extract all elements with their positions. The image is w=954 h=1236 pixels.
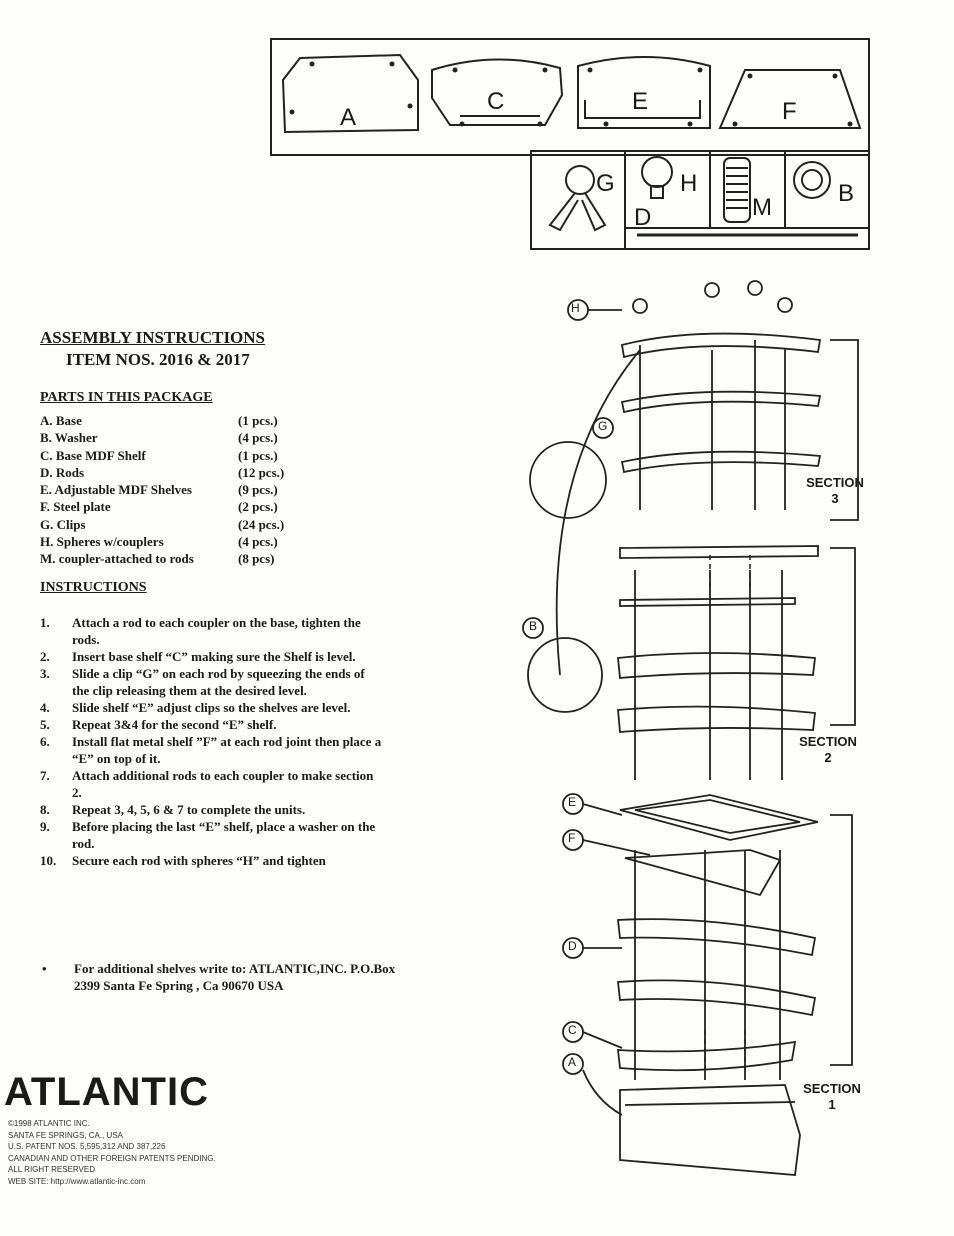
- part-g-label: G: [596, 170, 615, 197]
- part-h-label: H: [680, 170, 698, 197]
- parts-diagram-hardware: [530, 150, 870, 250]
- part-e-shelf-shape: [577, 56, 711, 129]
- part-g-clip-shape: [565, 165, 595, 195]
- part-e-label: E: [632, 88, 649, 115]
- callout-c: C: [568, 1023, 577, 1037]
- list-item: D. Rods(12 pcs.): [40, 464, 285, 480]
- list-item: 3.Slide a clip “G” on each rod by squeez…: [40, 666, 365, 698]
- parts-diagram-top: [270, 38, 870, 156]
- list-item: H. Spheres w/couplers(4 pcs.): [40, 534, 278, 550]
- list-item: G. Clips(24 pcs.): [40, 516, 285, 532]
- callout-b: B: [529, 619, 538, 633]
- part-b-label: B: [838, 180, 855, 207]
- callout-f: F: [568, 831, 576, 845]
- list-item: 1.Attach a rod to each coupler on the ba…: [40, 615, 361, 647]
- list-item: 2.Insert base shelf “C” making sure the …: [40, 649, 356, 664]
- part-h-sphere-shape: [641, 156, 673, 188]
- list-item: F. Steel plate(2 pcs.): [40, 499, 278, 515]
- page-title: ASSEMBLY INSTRUCTIONS: [40, 328, 266, 347]
- list-item: M. coupler-attached to rods(8 pcs): [40, 551, 275, 567]
- part-c-label: C: [487, 88, 505, 115]
- part-m-coupler-shape: [723, 157, 751, 223]
- callout-e: E: [568, 795, 577, 809]
- list-item: C. Base MDF Shelf(1 pcs.): [40, 447, 278, 463]
- list-item: E. Adjustable MDF Shelves(9 pcs.): [40, 482, 278, 498]
- parts-list: A. Base(1 pcs.) B. Washer(4 pcs.) C. Bas…: [40, 412, 284, 568]
- atlantic-logo: ATLANTIC: [4, 1070, 209, 1114]
- list-item: 5.Repeat 3&4 for the second “E” shelf.: [40, 717, 277, 732]
- part-m-label: M: [752, 194, 772, 221]
- part-f-plate-shape: [718, 69, 862, 129]
- instructions-heading: INSTRUCTIONS: [40, 580, 147, 595]
- list-item: 6.Install flat metal shelf ”F” at each r…: [40, 734, 382, 766]
- contact-note: • For additional shelves write to: ATLAN…: [42, 961, 396, 993]
- list-item: 9.Before placing the last “E” shelf, pla…: [40, 819, 376, 851]
- legal-text: ©1998 ATLANTIC INC. SANTA FE SPRINGS, CA…: [8, 1119, 216, 1186]
- part-f-label: F: [782, 98, 797, 125]
- callout-a: A: [568, 1055, 577, 1069]
- assembly-diagram: [522, 280, 859, 1176]
- callout-h: H: [571, 301, 580, 315]
- list-item: 7.Attach additional rods to each coupler…: [40, 768, 374, 800]
- item-numbers: ITEM NOS. 2016 & 2017: [66, 350, 250, 369]
- parts-heading: PARTS IN THIS PACKAGE: [40, 390, 213, 405]
- list-item: 4.Slide shelf “E” adjust clips so the sh…: [40, 700, 351, 715]
- callout-d: D: [568, 939, 577, 953]
- list-item: 8.Repeat 3, 4, 5, 6 & 7 to complete the …: [40, 802, 306, 817]
- list-item: A. Base(1 pcs.): [40, 413, 278, 428]
- instructions-list: 1.Attach a rod to each coupler on the ba…: [40, 614, 385, 869]
- callout-g: G: [598, 419, 608, 433]
- parts-illustrations: [281, 53, 868, 248]
- list-item: 10.Secure each rod with spheres “H” and …: [40, 853, 326, 868]
- list-item: B. Washer(4 pcs.): [40, 430, 278, 446]
- part-a-base-shape: [281, 53, 419, 134]
- part-a-label: A: [340, 104, 357, 131]
- part-d-label: D: [634, 204, 652, 231]
- part-b-washer-shape: [793, 161, 831, 199]
- part-c-shelf-shape: [431, 58, 564, 126]
